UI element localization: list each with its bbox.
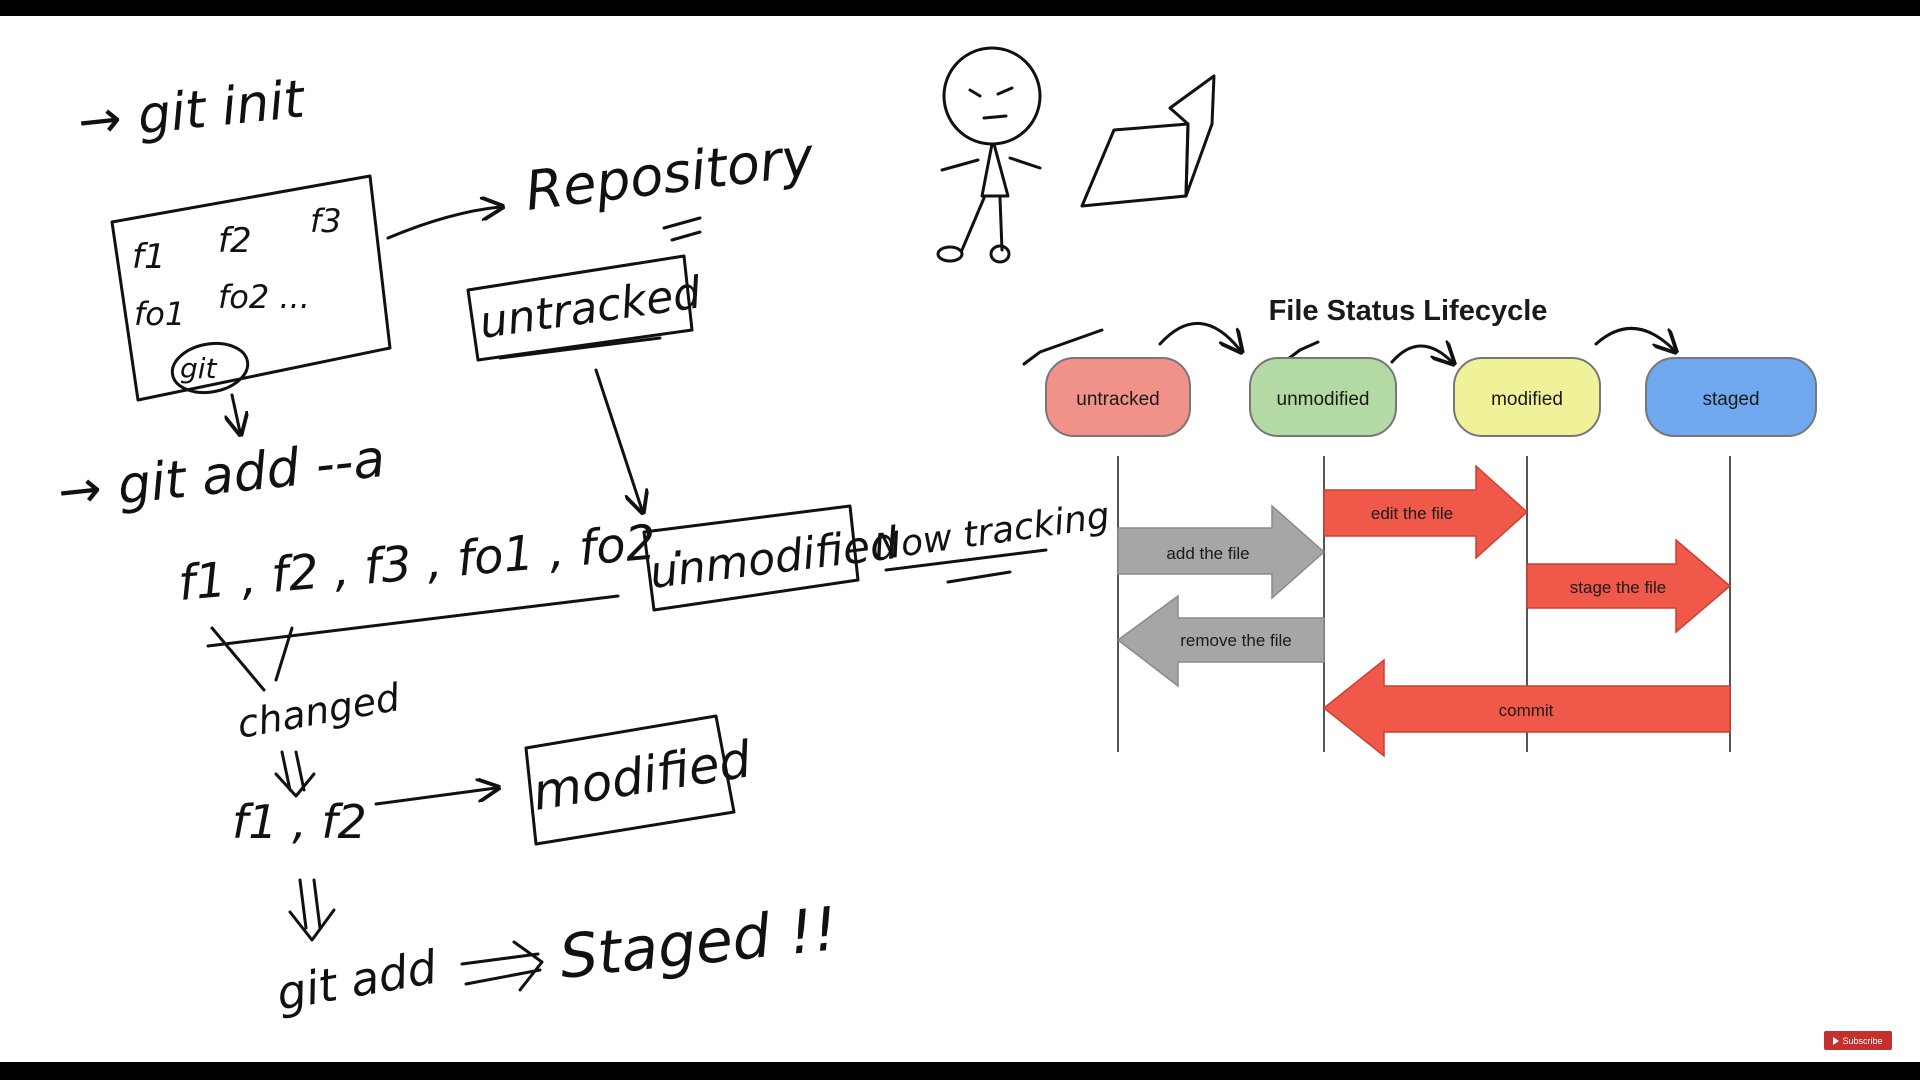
box-file-fo2: fo2 ... xyxy=(218,278,310,316)
stick-figure-doodle xyxy=(936,46,1042,264)
arrow-edit-the-file: edit the file xyxy=(1323,464,1529,560)
note-modified: modified xyxy=(529,730,755,822)
svg-text:add the file: add the file xyxy=(1166,544,1249,563)
git-dir-arrow xyxy=(232,393,240,432)
diagram-title: File Status Lifecycle xyxy=(1269,295,1548,327)
whiteboard-canvas xyxy=(0,16,1920,1062)
to-modified-arrow xyxy=(374,788,496,806)
untracked-to-unmodified-arrow xyxy=(594,368,642,510)
play-icon xyxy=(1833,1036,1840,1045)
note-git-add-a: → git add --a xyxy=(55,429,388,523)
note-git-init: → git init xyxy=(75,69,308,153)
state-unmodified: unmodified xyxy=(1249,357,1397,437)
git-dir-circle xyxy=(170,341,250,395)
svg-text:remove the file: remove the file xyxy=(1180,631,1292,650)
to-repository-arrow xyxy=(386,207,500,240)
box-file-f1: f1 xyxy=(132,237,166,277)
modified-box xyxy=(524,714,736,846)
arrow-stage-the-file: stage the file xyxy=(1526,538,1732,634)
note-f1-f2: f1 , f2 xyxy=(232,795,367,849)
svg-text:staged: staged xyxy=(1702,389,1759,410)
arrow-commit: commit xyxy=(1322,658,1731,758)
arrow-add-the-file: add the file xyxy=(1117,504,1326,600)
unmodified-box xyxy=(642,504,860,612)
svg-text:edit the file: edit the file xyxy=(1371,504,1453,523)
note-untracked: untracked xyxy=(476,267,705,349)
svg-text:modified: modified xyxy=(1491,389,1563,410)
laptop-doodle xyxy=(1080,74,1216,208)
box-file-f2: f2 xyxy=(218,221,252,261)
file-status-lifecycle-diagram: File Status Lifecycle untracked unmodifi… xyxy=(1022,295,1817,758)
svg-text:unmodified: unmodified xyxy=(1277,389,1370,410)
svg-text:commit: commit xyxy=(1499,701,1554,720)
box-file-fo1: fo1 xyxy=(134,295,185,333)
note-staged: Staged !! xyxy=(556,894,840,993)
arrow-remove-the-file: remove the file xyxy=(1116,594,1325,688)
subscribe-button[interactable]: Subscribe xyxy=(1824,1031,1892,1050)
git-dir-label: git xyxy=(180,352,218,385)
state-staged: staged xyxy=(1645,357,1817,437)
handwritten-notes: → git init f1 f2 f3 fo1 fo2 ... git Repo… xyxy=(55,69,1112,1020)
note-git-add: git add xyxy=(273,940,442,1021)
subscribe-label: Subscribe xyxy=(1842,1035,1883,1046)
box-file-f3: f3 xyxy=(310,202,342,240)
state-modified: modified xyxy=(1453,357,1601,437)
repo-box xyxy=(110,174,392,402)
note-repository: Repository xyxy=(522,125,818,223)
svg-text:stage the file: stage the file xyxy=(1570,578,1666,597)
untracked-box xyxy=(466,254,694,362)
svg-text:untracked: untracked xyxy=(1076,389,1159,410)
state-untracked: untracked xyxy=(1045,357,1191,437)
